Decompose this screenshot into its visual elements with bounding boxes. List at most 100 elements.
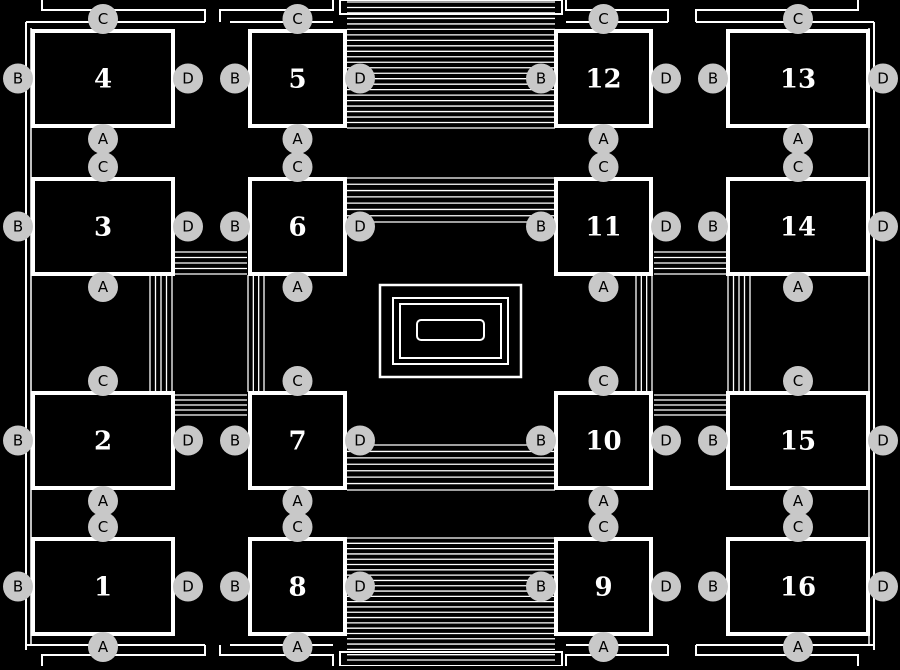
port-bottom: A [783, 486, 813, 516]
port-circle [698, 63, 728, 94]
port-label: D [877, 578, 889, 596]
port-circle [345, 211, 375, 242]
port-top: C [588, 512, 619, 542]
port-top: C [282, 366, 313, 396]
port-circle [3, 571, 33, 602]
port-circle [868, 571, 898, 602]
port-circle [783, 486, 813, 516]
port-label: C [598, 158, 608, 176]
port-right: D [651, 63, 681, 94]
room-number: 13 [780, 65, 816, 95]
port-label: B [230, 432, 240, 450]
port-label: A [292, 638, 303, 656]
port-circle [783, 152, 813, 182]
port-label: C [292, 372, 302, 390]
room-number: 12 [585, 65, 621, 95]
structure-lines [25, 0, 875, 667]
port-circle [173, 211, 203, 242]
port-top: C [282, 512, 313, 542]
port-label: D [354, 218, 366, 236]
port-circle [88, 632, 118, 662]
port-right: D [173, 425, 203, 456]
port-bottom: A [588, 272, 619, 302]
port-circle [651, 63, 681, 94]
room-number: 15 [780, 427, 816, 457]
port-circle [868, 425, 898, 456]
port-label: A [793, 130, 804, 148]
port-label: D [877, 432, 889, 450]
port-circle [282, 124, 313, 154]
room-number: 5 [288, 65, 306, 95]
room-number: 8 [288, 573, 306, 603]
port-top: C [588, 4, 619, 34]
port-right: D [345, 63, 375, 94]
port-circle [345, 571, 375, 602]
port-circle [526, 425, 556, 456]
port-label: B [536, 218, 546, 236]
stairs-7-10 [347, 444, 555, 491]
top-gate-right-center [565, 0, 669, 22]
port-right: D [868, 425, 898, 456]
port-right: D [173, 571, 203, 602]
port-bottom: A [88, 486, 118, 516]
port-label: C [793, 10, 803, 28]
port-right: D [868, 211, 898, 242]
port-circle [651, 571, 681, 602]
port-label: C [598, 10, 608, 28]
port-left: B [526, 571, 556, 602]
port-bottom: A [282, 272, 313, 302]
port-circle [868, 63, 898, 94]
port-right: D [345, 211, 375, 242]
port-label: D [660, 70, 672, 88]
port-label: A [793, 278, 804, 296]
port-top: C [783, 512, 813, 542]
port-left: B [220, 63, 250, 94]
port-circle [173, 63, 203, 94]
bottom-gate-left-center [219, 645, 334, 666]
stairs-6-11 [347, 177, 555, 223]
port-label: D [354, 432, 366, 450]
port-bottom: A [588, 124, 619, 154]
port-top: C [783, 4, 813, 34]
center-pedestal [378, 283, 523, 379]
port-circle [282, 272, 313, 302]
pedestal-ring-2 [399, 303, 502, 359]
port-top: C [588, 152, 619, 182]
port-label: D [660, 218, 672, 236]
port-label: D [354, 70, 366, 88]
port-circle [651, 211, 681, 242]
port-circle [588, 366, 619, 396]
port-circle [868, 211, 898, 242]
stairs-top-center [347, 1, 555, 129]
port-left: B [3, 63, 33, 94]
port-top: C [588, 366, 619, 396]
stairs-10-15 [654, 394, 728, 416]
port-circle [345, 63, 375, 94]
stairs-v-left-1 [149, 275, 173, 392]
port-circle [698, 571, 728, 602]
port-circle [282, 486, 313, 516]
port-bottom: A [88, 272, 118, 302]
port-bottom: A [282, 486, 313, 516]
port-circle [282, 632, 313, 662]
room-number: 10 [585, 427, 621, 457]
port-label: D [354, 578, 366, 596]
port-label: A [598, 278, 609, 296]
port-right: D [868, 571, 898, 602]
port-top: C [783, 366, 813, 396]
port-label: C [98, 158, 108, 176]
room-number: 6 [288, 213, 306, 243]
room-number: 3 [94, 213, 112, 243]
room-box [31, 537, 175, 636]
port-bottom: A [88, 124, 118, 154]
port-left: B [220, 211, 250, 242]
port-label: B [230, 578, 240, 596]
port-left: B [3, 425, 33, 456]
port-bottom: A [588, 486, 619, 516]
